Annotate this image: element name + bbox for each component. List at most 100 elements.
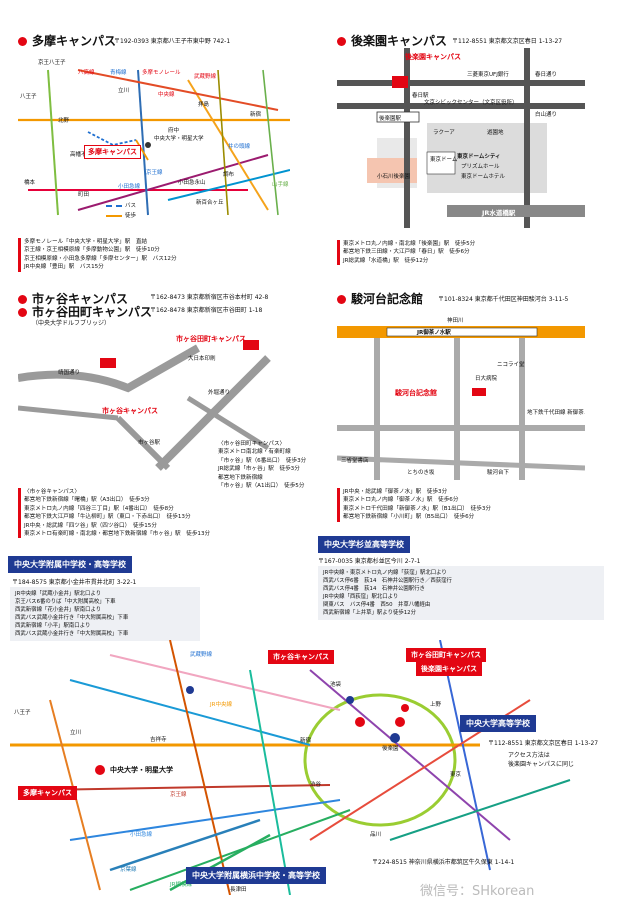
place-label: とちのき坂 (407, 470, 435, 476)
korakuen-campus-marker: 後楽園キャンパス (405, 53, 461, 61)
station-label: 上野 (430, 702, 442, 708)
korakuen-campus-tag: 後楽園キャンパス (416, 662, 482, 676)
station-label: 吉祥寺 (150, 737, 167, 743)
overview-map-lines (10, 640, 571, 895)
place-label: 大日本印刷 (188, 356, 216, 362)
suginami-address: 〒167-0035 東京都杉並区今川 2-7-1 (318, 558, 421, 565)
station-label: 町田 (78, 192, 90, 198)
bullet-icon (337, 295, 346, 304)
station-label: 長津田 (230, 887, 247, 893)
line-label: 武蔵野線 (194, 74, 217, 80)
bullet-icon (337, 37, 346, 46)
legend-bus: バス (106, 201, 136, 209)
tama-address: 〒192-0393 東京都八王子市東中野 742-1 (114, 38, 231, 45)
surugadai-campus-marker: 駿河台記念館 (395, 389, 437, 397)
line-label: 井の頭線 (228, 144, 251, 150)
koukou-address: 〒112-8551 東京都文京区春日 1-13-27 (488, 740, 599, 747)
place-label: 日大病院 (475, 376, 498, 382)
station-label: 小田急永山 (178, 180, 206, 186)
surugadai-access: JR中央・総武線「御茶ノ水」駅 徒歩3分 東京メトロ丸ノ内線「御茶ノ水」駅 徒歩… (337, 488, 491, 522)
korakuen-address: 〒112-8551 東京都文京区春日 1-13-27 (452, 38, 563, 45)
tama-campus-overview-label: 中央大学・明星大学 (110, 766, 173, 774)
place-label: 市ヶ谷駅 (138, 440, 161, 446)
place-label: 三菱東京UFJ銀行 (467, 72, 509, 78)
station-label: 新宿 (250, 112, 262, 118)
station-label: 品川 (370, 832, 382, 838)
ichigaya-map-lines (18, 340, 271, 471)
place-label: 地下鉄千代田線 新御茶ノ水駅 (527, 410, 585, 416)
line-label: 山手線 (272, 182, 289, 188)
line-label: 京王線 (146, 170, 163, 176)
line-label: 青梅線 (110, 70, 127, 76)
station-label: 立川 (118, 88, 130, 94)
ichigaya-address: 〒162-8473 東京都新宿区市谷本村町 42-8 (150, 294, 269, 301)
station-label: 東京 (450, 772, 462, 778)
station-label: JR御茶ノ水駅 (417, 330, 451, 336)
bullet-icon (18, 295, 27, 304)
station-label: 橋本 (24, 180, 36, 186)
ichigaya-tamachi-address: 〒162-8478 東京都新宿区市谷田町 1-18 (150, 307, 263, 314)
place-label: 小石川後楽園 (377, 174, 411, 180)
station-label: 新宿 (300, 738, 312, 744)
line-label: 小田急線 (118, 184, 141, 190)
bullet-icon (18, 37, 27, 46)
fuzoku-address: 〒184-8575 東京都小金井市貫井北町 3-22-1 (12, 579, 137, 586)
line-label: 京王線 (170, 792, 187, 798)
place-label: ニコライ堂 (497, 362, 525, 368)
yokohama-address: 〒224-8515 神奈川県横浜市都筑区牛久保東 1-14-1 (372, 859, 515, 866)
ichigaya-tamachi-campus-marker: 市ヶ谷田町キャンパス (176, 335, 246, 343)
ichigaya-tamachi-title: 市ヶ谷田町キャンパス (18, 303, 152, 320)
station-label: 立川 (70, 730, 82, 736)
koukou-access-2: 後楽園キャンパスに同じ (508, 761, 575, 768)
line-label: 武蔵野線 (190, 652, 213, 658)
place-label: ラクーア (433, 130, 455, 136)
korakuen-access: 東京メトロ丸ノ内線・南北線「後楽園」駅 徒歩5分 都営地下鉄三田線・大江戸線「春… (337, 240, 475, 266)
surugadai-map: JR御茶ノ水駅 神田川 駿河台記念館 日大病院 ニコライ堂 地下鉄千代田線 新御… (337, 308, 585, 480)
surugadai-title: 駿河台記念館 (337, 290, 423, 307)
place-label: 文京シビックセンター（文京区役所） (424, 100, 518, 106)
korakuen-map-lines (337, 48, 585, 228)
koukou-access-1: アクセス方法は (508, 752, 550, 759)
ichigaya-campus-marker: 市ヶ谷キャンパス (102, 407, 158, 415)
place-label: 駿河台下 (487, 470, 510, 476)
line-label: JR中央線 (210, 702, 232, 708)
station-label: 後楽園 (382, 746, 399, 752)
place-label: 白山通り (535, 112, 558, 118)
tama-access: 多摩モノレール「中央大学・明星大学」駅 直結 京王線・京王相模原線「多摩動物公園… (18, 238, 177, 272)
station-label: 春日駅 (412, 93, 429, 99)
fuzoku-banner: 中央大学附属中学校・高等学校 (8, 556, 132, 573)
line-label: 京葉線 (120, 867, 137, 873)
station-label: JR水道橋駅 (482, 209, 516, 217)
tama-campus-marker: 多摩キャンパス (84, 145, 141, 159)
station-label: 調布 (223, 172, 235, 178)
place-label: 春日通り (535, 72, 558, 78)
watermark: 微信号：SHkorean (420, 884, 535, 899)
station-label: 高幡不動 (70, 152, 93, 158)
place-label: 東京ドーム (430, 157, 458, 163)
place-label: 三省堂書店 (341, 458, 369, 464)
koukou-banner: 中央大学高等学校 (460, 715, 536, 732)
tama-campus-tag: 多摩キャンパス (18, 786, 77, 800)
station-label: 北野 (58, 118, 70, 124)
tama-map: 八王子 京王八王子 北野 高幡不動 立川 府中 拝島 新宿 調布 小田急永山 町… (18, 50, 290, 220)
station-label: 八王子 (14, 710, 31, 716)
ichigaya-access: 〈市ヶ谷キャンパス〉 都営地下鉄新宿線「曙橋」駅（A3出口） 徒歩3分 東京メト… (18, 488, 210, 539)
korakuen-map: 後楽園キャンパス 春日駅 三菱東京UFJ銀行 文京シビックセンター（文京区役所）… (337, 48, 585, 228)
station-label: 府中 (168, 128, 180, 134)
ichigaya-tamachi-access: 〈市ヶ谷田町キャンパス〉 東京メトロ南北線・有楽町線 「市ヶ谷」駅（6番出口） … (218, 441, 307, 490)
tama-title: 多摩キャンパス (18, 32, 116, 49)
ichigaya-campus-tag: 市ヶ谷キャンパス (268, 650, 334, 664)
line-label: 中央線 (158, 92, 175, 98)
overview-map: 八王子 立川 吉祥寺 新宿 渋谷 品川 東京 上野 池袋 後楽園 長津田 中央大… (10, 640, 600, 895)
yokohama-banner: 中央大学附属横浜中学校・高等学校 (186, 867, 326, 884)
place-label: 靖国通り (58, 370, 81, 376)
fuzoku-access: JR中央線「武蔵小金井」駅北口より 京王バス6番のりば「中大附属高校」下車 西武… (10, 587, 200, 641)
bullet-icon (18, 308, 27, 317)
surugadai-map-lines (337, 326, 585, 480)
station-label: 池袋 (330, 682, 342, 688)
suginami-banner: 中央大学杉並高等学校 (318, 536, 410, 553)
station-label: 拝島 (198, 102, 210, 108)
station-label: 新百合ヶ丘 (196, 200, 224, 206)
korakuen-title: 後楽園キャンパス (337, 32, 447, 49)
place-label: プリズムホール (461, 164, 500, 170)
